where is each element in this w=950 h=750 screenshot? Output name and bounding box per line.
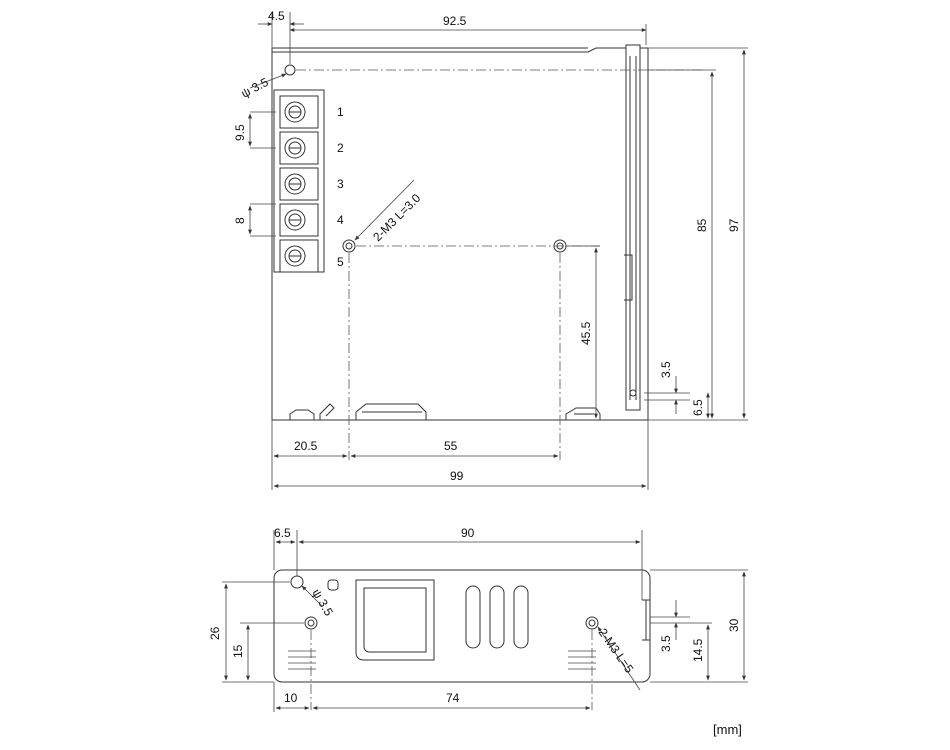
- side-view: 6.5 90 ψ 3.5 26 15 30 3.5 14.5 2-M3 L=5: [208, 526, 748, 712]
- dim-55: 55: [444, 439, 458, 453]
- dim-26: 26: [208, 626, 222, 640]
- dim-m3-screws-side: 2-M3 L=5: [596, 626, 637, 676]
- dim-74: 74: [446, 691, 460, 705]
- dim-99: 99: [450, 469, 464, 483]
- top-view-outline: [271, 44, 649, 421]
- dim-4-5: 4.5: [268, 9, 285, 23]
- terminal-block: [273, 89, 325, 273]
- side-screw-left: [304, 616, 318, 630]
- vent-window: [355, 579, 435, 661]
- dim-20-5: 20.5: [294, 439, 318, 453]
- terminal-4-label: 4: [337, 213, 344, 227]
- dim-85: 85: [695, 218, 709, 232]
- terminal-1-label: 1: [337, 105, 344, 119]
- side-screw-right: [585, 616, 599, 630]
- top-mount-hole: [284, 64, 296, 76]
- terminal-3-label: 3: [337, 177, 344, 191]
- dim-30: 30: [727, 618, 741, 632]
- dim-3-5: 3.5: [659, 361, 673, 378]
- top-view: 1 2 3 4 5 4.5 92.5 ψ 3.5 9.5 8: [233, 9, 748, 490]
- dim-10: 10: [284, 691, 298, 705]
- terminal-2-label: 2: [337, 141, 344, 155]
- dim-6-5-side: 6.5: [274, 526, 291, 540]
- units-label: [mm]: [713, 722, 742, 737]
- dim-14-5: 14.5: [691, 638, 705, 662]
- side-rail: [624, 48, 641, 411]
- dim-92-5: 92.5: [443, 14, 467, 28]
- dim-3-5-side: 3.5: [659, 635, 673, 652]
- dim-hole-dia: ψ 3.5: [239, 75, 271, 101]
- vent-slot-3: [513, 585, 529, 649]
- side-hole-top: [290, 575, 304, 589]
- dim-8: 8: [233, 217, 247, 224]
- dim-97: 97: [727, 218, 741, 232]
- vent-slot-1: [465, 585, 481, 649]
- dim-45-5: 45.5: [579, 321, 593, 345]
- dim-90: 90: [461, 526, 475, 540]
- dim-15: 15: [231, 644, 245, 658]
- dim-9-5: 9.5: [233, 124, 247, 141]
- bottom-clips: [289, 403, 601, 420]
- side-view-outline: [273, 569, 651, 683]
- dim-m3-screws: 2-M3 L=3.0: [370, 191, 423, 244]
- dim-6-5: 6.5: [691, 399, 705, 416]
- terminal-5-label: 5: [337, 255, 344, 269]
- dim-hole-dia-side: ψ 3.5: [309, 587, 336, 619]
- vent-slot-2: [489, 585, 505, 649]
- screw-hole-left: [342, 239, 356, 253]
